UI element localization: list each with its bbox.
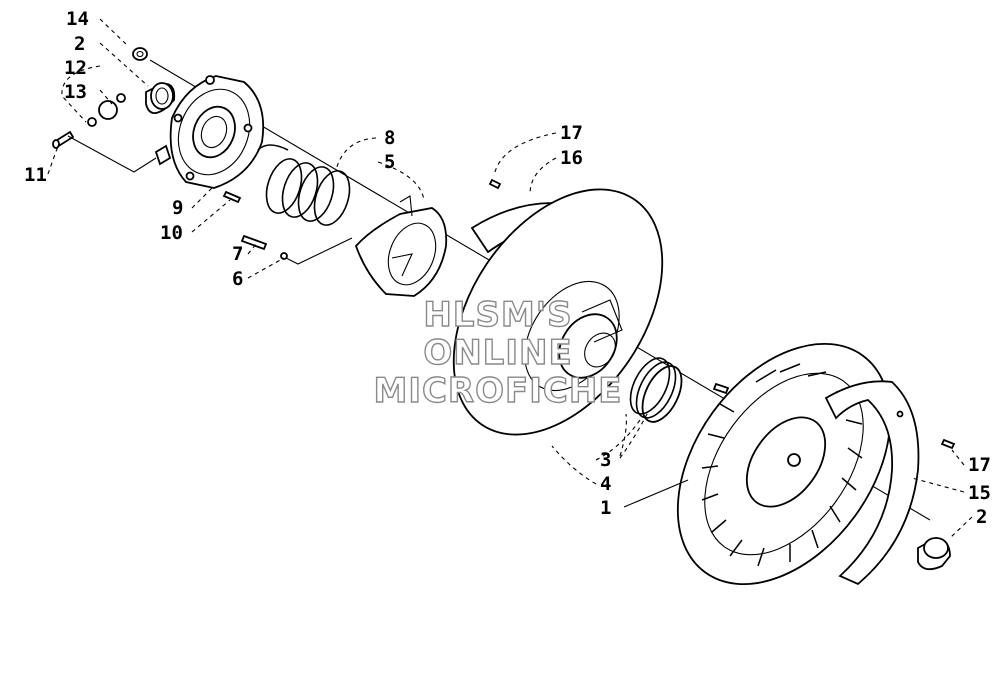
callout-2-top: 2 (74, 33, 85, 55)
callout-10: 10 (160, 222, 183, 244)
watermark-line-1: HLSM'S (423, 295, 572, 335)
bushing-part-2-bottom (917, 537, 951, 571)
callout-4: 4 (600, 473, 611, 495)
callout-11: 11 (24, 164, 47, 186)
stationary-sheave (452, 188, 664, 436)
belt-shield-part-15 (824, 380, 920, 586)
callout-labels: 14 2 12 13 11 9 10 7 6 8 5 17 16 3 4 1 1… (24, 8, 991, 528)
callout-5: 5 (384, 151, 395, 173)
bolt-part-7 (240, 234, 288, 260)
leader-lines (47, 18, 973, 539)
spring-part-8 (257, 144, 351, 226)
watermark: HLSM'S ONLINE MICROFICHE (373, 294, 622, 411)
watermark-line-2: ONLINE (423, 333, 572, 373)
callout-13: 13 (64, 81, 87, 103)
pin-part-11 (52, 130, 75, 149)
bushing-part-2-top (145, 82, 176, 114)
callout-2-bottom: 2 (976, 506, 987, 528)
callout-12: 12 (64, 57, 87, 79)
screw-part-9-10 (222, 190, 242, 204)
callout-7: 7 (232, 243, 243, 265)
nut-part-14 (132, 47, 148, 61)
callout-8: 8 (384, 127, 395, 149)
ring-part-3-4 (629, 357, 683, 423)
movable-sheave-part-1 (676, 342, 892, 586)
callout-6: 6 (232, 268, 243, 290)
callout-9: 9 (172, 197, 183, 219)
callout-17-top: 17 (560, 122, 583, 144)
roller-part-13 (87, 93, 126, 127)
callout-16: 16 (560, 147, 583, 169)
callout-17-bottom: 17 (968, 454, 991, 476)
callout-3: 3 (600, 449, 611, 471)
callout-15: 15 (968, 482, 991, 504)
screw-part-17-bottom (940, 438, 956, 450)
cam-part-5 (354, 195, 448, 297)
callout-14: 14 (66, 8, 89, 30)
watermark-line-3: MICROFICHE (373, 371, 622, 411)
callout-1: 1 (600, 497, 611, 519)
spider-cover-plate (154, 75, 265, 189)
screw-part-17-top (488, 178, 502, 190)
